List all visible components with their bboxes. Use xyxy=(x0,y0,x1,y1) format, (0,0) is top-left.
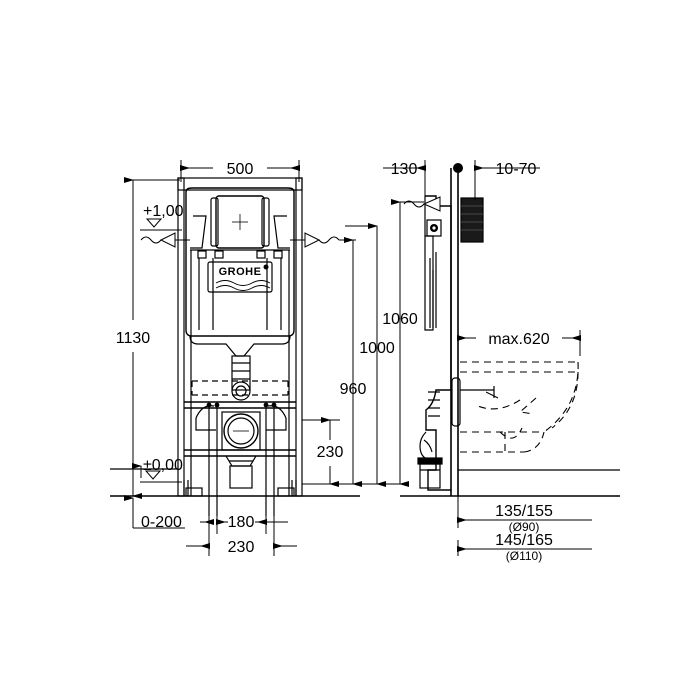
flush-plate-opening xyxy=(215,195,265,249)
bolt-head-2 xyxy=(214,402,220,408)
side-elevation-view xyxy=(400,163,620,497)
outlet-circle-outer xyxy=(223,413,259,449)
cistern-tab-4 xyxy=(273,250,283,259)
label-projection-max-620: max.620 xyxy=(488,331,549,348)
outlet-seal xyxy=(417,457,443,465)
bowl-inner-detail xyxy=(499,427,523,439)
side-dimensions xyxy=(302,160,592,556)
outlet-circle-inner xyxy=(227,417,255,445)
grohe-wave-1 xyxy=(215,280,271,286)
label-height-1000: 1000 xyxy=(359,340,395,357)
guide-left xyxy=(195,405,215,419)
guide-left-foot xyxy=(195,418,216,431)
fitting-bolt-hole xyxy=(432,226,436,230)
bowl-fixing-arrow xyxy=(485,391,499,399)
label-drain-diameter-90: (Ø90) xyxy=(509,520,540,534)
frame-top-cap xyxy=(177,177,303,191)
cistern-ribs xyxy=(198,258,282,330)
grohe-brand-label: GROHE xyxy=(219,266,262,278)
upper-fitting-block xyxy=(426,219,442,237)
flush-pipe xyxy=(231,355,251,391)
guide-right-foot xyxy=(266,418,287,431)
flush-plate-bracket-left xyxy=(210,197,219,247)
flush-plate-side xyxy=(460,197,484,243)
outlet-bend-inner xyxy=(423,439,433,453)
bowl-outer-curve xyxy=(543,361,579,433)
grohe-logo-plate xyxy=(207,261,273,293)
cistern-inner-right xyxy=(273,215,290,249)
bowl-inner-curve xyxy=(551,371,579,429)
label-height-1130: 1130 xyxy=(116,330,151,347)
pipe-ribs xyxy=(428,391,440,417)
wall-bracket xyxy=(451,377,461,427)
level-top-triangle xyxy=(145,218,163,228)
outlet-stub xyxy=(419,463,441,489)
cistern-tab-2 xyxy=(214,250,224,259)
dimension-labels: 500 1130 +1,00 ±0,00 0-200 180 230 130 1… xyxy=(116,161,553,563)
front-elevation-view xyxy=(110,177,360,516)
label-height-230-side: 230 xyxy=(317,444,344,461)
grohe-wave-2 xyxy=(215,285,271,291)
bowl-under-curve xyxy=(477,399,521,410)
outlet-spigot xyxy=(229,465,253,489)
label-drain-135-155: 135/155 xyxy=(495,503,553,520)
cistern-inner-left xyxy=(190,215,207,249)
label-height-960: 960 xyxy=(340,381,367,398)
bowl-base-curve xyxy=(523,431,545,453)
guide-right xyxy=(267,405,287,419)
break-symbol-side-arrow xyxy=(422,196,441,212)
bolt-head-3 xyxy=(263,402,269,408)
wc-bowl-phantom xyxy=(460,361,579,453)
label-level-plus-one: +1,00 xyxy=(143,203,184,220)
flush-elbow-outer xyxy=(231,381,251,401)
cistern-tab-1 xyxy=(197,250,207,259)
grohe-registered-dot xyxy=(263,264,269,270)
bowl-arrow-detail xyxy=(518,397,537,415)
break-symbol-right-wave xyxy=(318,236,340,244)
label-spacing-230: 230 xyxy=(228,539,255,556)
label-wall-gap-10-70: 10-70 xyxy=(496,161,537,178)
level-floor-triangle xyxy=(144,470,162,480)
label-depth-130: 130 xyxy=(391,161,418,178)
cistern-side-profile xyxy=(425,195,452,491)
label-width-500: 500 xyxy=(227,161,254,178)
label-drain-diameter-110: (Ø110) xyxy=(506,549,542,563)
break-symbol-left-wave xyxy=(140,236,162,244)
cistern-tab-3 xyxy=(256,250,266,259)
label-drain-145-165: 145/165 xyxy=(495,532,553,549)
label-spacing-180: 180 xyxy=(228,514,255,531)
cistern-body xyxy=(185,187,295,337)
flush-plate-bracket-right xyxy=(261,197,270,247)
label-level-zero: ±0,00 xyxy=(143,457,183,474)
label-height-1060: 1060 xyxy=(382,311,418,328)
front-dimensions xyxy=(124,160,356,556)
label-floor-offset-0-200: 0-200 xyxy=(141,514,182,531)
flush-elbow-inner xyxy=(235,385,247,397)
